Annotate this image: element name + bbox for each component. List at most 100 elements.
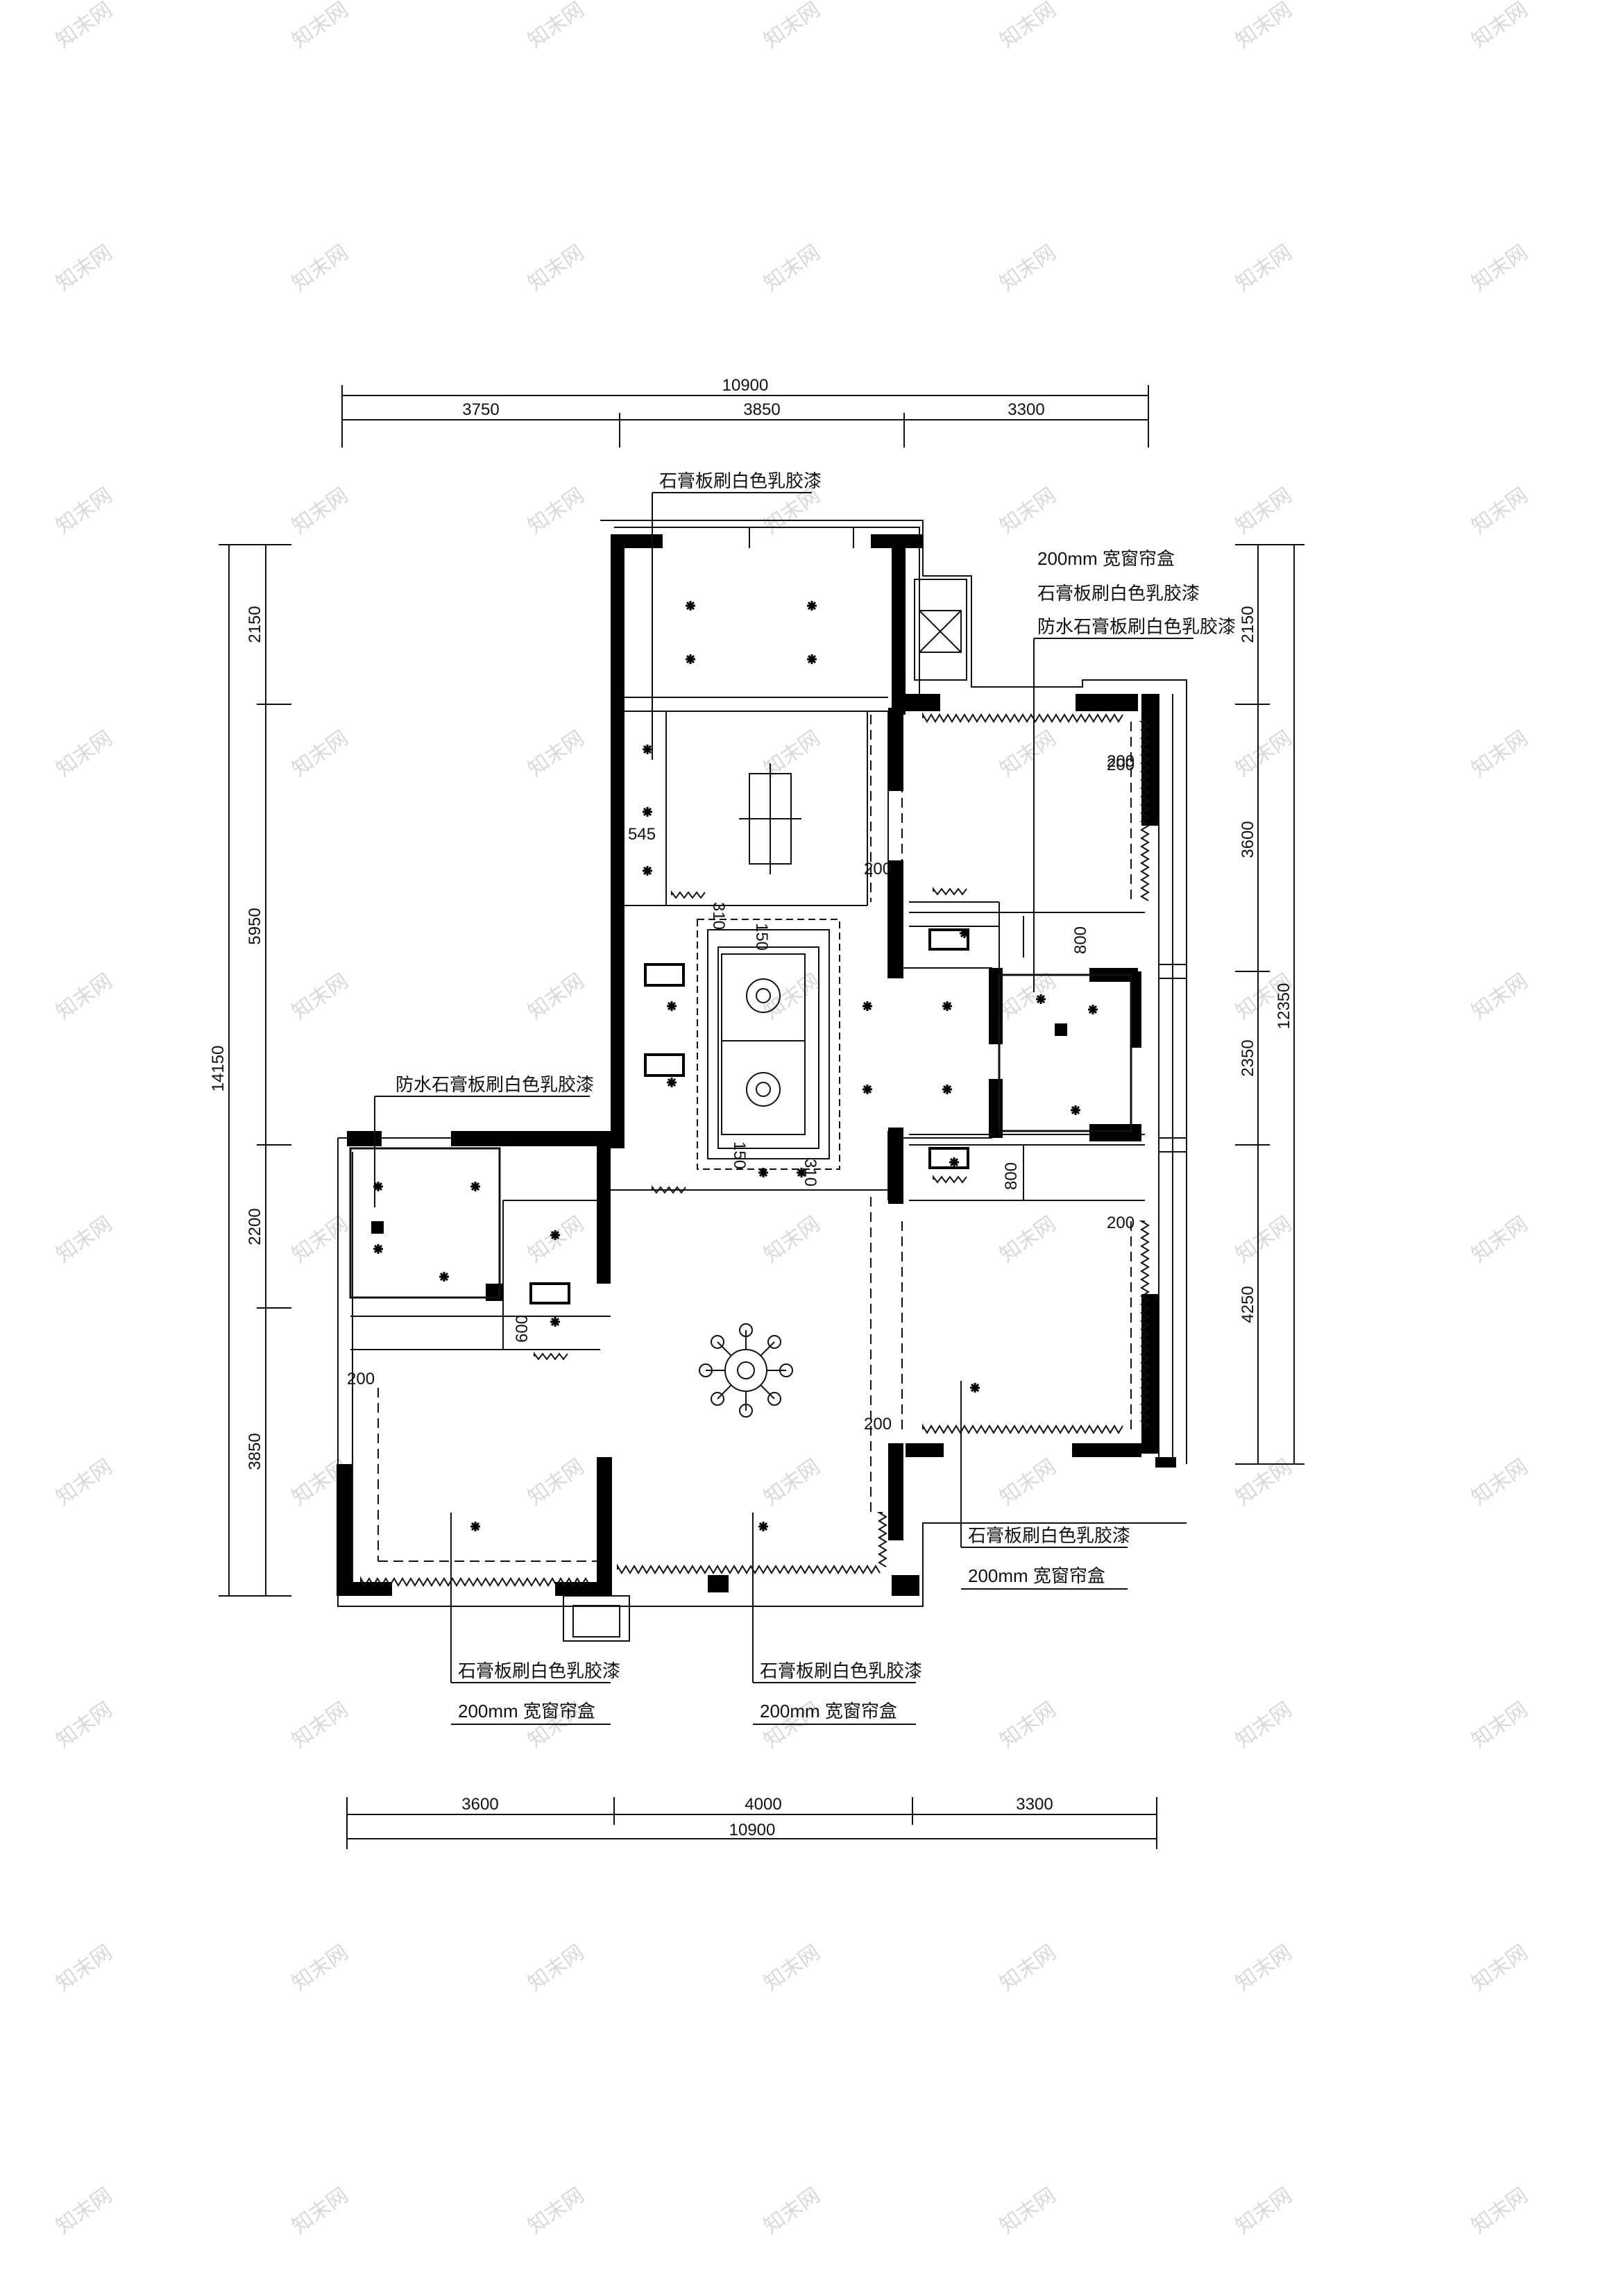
watermark-text: 知末网 [996, 726, 1060, 781]
top-dim-1: 3750 [462, 400, 499, 419]
watermark-text: 知末网 [52, 1698, 117, 1753]
downlight-icon [1071, 1105, 1080, 1115]
watermark-text: 知末网 [1232, 726, 1296, 781]
chandelier-lamp [739, 1404, 753, 1418]
balcony-bottom [563, 1595, 630, 1642]
watermark-text: 知末网 [760, 484, 824, 538]
walls [337, 534, 1176, 1596]
watermark-text: 知末网 [52, 1455, 117, 1510]
dim-545: 545 [628, 825, 656, 844]
watermark-text: 知末网 [524, 1941, 588, 1996]
left-dim-2: 5950 [246, 908, 264, 944]
left-dim-4: 3850 [246, 1433, 264, 1470]
dim-200-f: 200 [1107, 752, 1135, 771]
downlight-icon [1088, 1005, 1098, 1014]
top-total-dim: 10900 [722, 376, 769, 395]
note-right-bottom-2: 200mm 宽窗帘盒 [968, 1565, 1105, 1586]
watermark-text: 知末网 [524, 726, 588, 781]
watermark-text: 知末网 [996, 0, 1060, 53]
curtain-tracks [360, 712, 1150, 1587]
curtain-track [617, 1563, 881, 1574]
watermark-text: 知末网 [760, 1212, 824, 1267]
dim-310-a: 310 [709, 902, 728, 930]
downlight-icon [807, 601, 817, 611]
watermark-text: 知末网 [524, 1455, 588, 1510]
bottom-dimensions [346, 1797, 1157, 1849]
cove-lines [377, 715, 1132, 1562]
downlight-icon [758, 1168, 768, 1177]
watermark-text: 知末网 [288, 0, 352, 53]
vent-icons [371, 928, 1067, 1304]
note-top-right-2: 石膏板刷白色乳胶漆 [1037, 583, 1200, 604]
chandelier-arm [717, 1341, 732, 1357]
left-dim-1: 2150 [246, 606, 264, 643]
downlight-icon [758, 1522, 768, 1531]
right-total-dim: 12350 [1275, 983, 1293, 1030]
downlight-icon [797, 1168, 806, 1177]
watermark-text: 知末网 [1468, 1455, 1532, 1510]
note-bottom-center-1: 石膏板刷白色乳胶漆 [760, 1660, 922, 1681]
downlight-icon [942, 1085, 952, 1094]
dim-200-e: 200 [864, 1415, 892, 1434]
dim-200-a: 200 [864, 860, 892, 878]
chandelier-lamp [699, 1363, 713, 1377]
downlight-icon [550, 1230, 560, 1240]
curtain-track [922, 712, 1123, 723]
watermark-text: 知末网 [1468, 1698, 1532, 1753]
watermark-text: 知末网 [996, 1941, 1060, 1996]
curtain-track [922, 1423, 1123, 1434]
downlight-icon [863, 1001, 872, 1011]
downlight-icon [470, 1522, 480, 1531]
watermark-text: 知末网 [996, 2184, 1060, 2238]
downlight-icon [439, 1272, 449, 1282]
downlight-icon [942, 1001, 952, 1011]
note-top-center: 石膏板刷白色乳胶漆 [659, 470, 822, 491]
watermark-text: 知末网 [52, 241, 117, 296]
bottom-dim-1: 3600 [461, 1795, 498, 1814]
chandelier-arm [760, 1384, 775, 1400]
top-dim-2: 3850 [743, 400, 780, 419]
downlight-icon [863, 1085, 872, 1094]
downlight-icon [949, 1157, 959, 1167]
chandelier-lamp [710, 1334, 724, 1349]
left-dimensions [219, 544, 291, 1597]
curtain-track [876, 1512, 887, 1567]
curtain-track [933, 1175, 967, 1184]
curtain-track [360, 1576, 590, 1587]
watermark-text: 知末网 [1468, 1941, 1532, 1996]
curtain-track [534, 1352, 568, 1361]
downlight-icon [686, 654, 695, 664]
dim-150-b: 150 [730, 1141, 749, 1169]
watermark-text: 知末网 [1232, 1941, 1296, 1996]
downlights [373, 601, 1098, 1531]
watermark-text: 知末网 [288, 484, 352, 538]
top-dim-3: 3300 [1008, 400, 1044, 419]
downlight-icon [643, 807, 652, 817]
watermark-text: 知末网 [996, 241, 1060, 296]
watermark-text: 知末网 [52, 726, 117, 781]
watermark-text: 知末网 [1468, 1212, 1532, 1267]
right-dim-4: 4250 [1239, 1286, 1257, 1323]
curtain-track [671, 890, 706, 899]
left-total-dim: 14150 [209, 1046, 228, 1092]
chandelier-lamp [710, 1392, 724, 1406]
downlight-icon [667, 1001, 677, 1011]
note-bottom-center-2: 200mm 宽窗帘盒 [760, 1701, 897, 1721]
watermark-text: 知末网 [1232, 1212, 1296, 1267]
bottom-dim-2: 4000 [745, 1795, 781, 1814]
dim-600: 600 [513, 1315, 532, 1343]
right-dimensions [1235, 544, 1305, 1465]
right-dim-2: 3600 [1239, 821, 1257, 858]
note-left-mid: 防水石膏板刷白色乳胶漆 [396, 1074, 594, 1095]
right-dim-1: 2150 [1239, 606, 1257, 643]
watermark-text: 知末网 [1468, 241, 1532, 296]
dim-200-c: 200 [1107, 1214, 1135, 1232]
downlight-icon [373, 1244, 383, 1254]
watermark-text: 知末网 [760, 241, 824, 296]
left-dim-3: 2200 [246, 1208, 264, 1245]
watermark-text: 知末网 [1232, 484, 1296, 538]
dim-200-b: 200 [1107, 756, 1135, 774]
watermark-text: 知末网 [760, 1941, 824, 1996]
kitchen-light [739, 763, 801, 874]
shaft [914, 579, 967, 681]
